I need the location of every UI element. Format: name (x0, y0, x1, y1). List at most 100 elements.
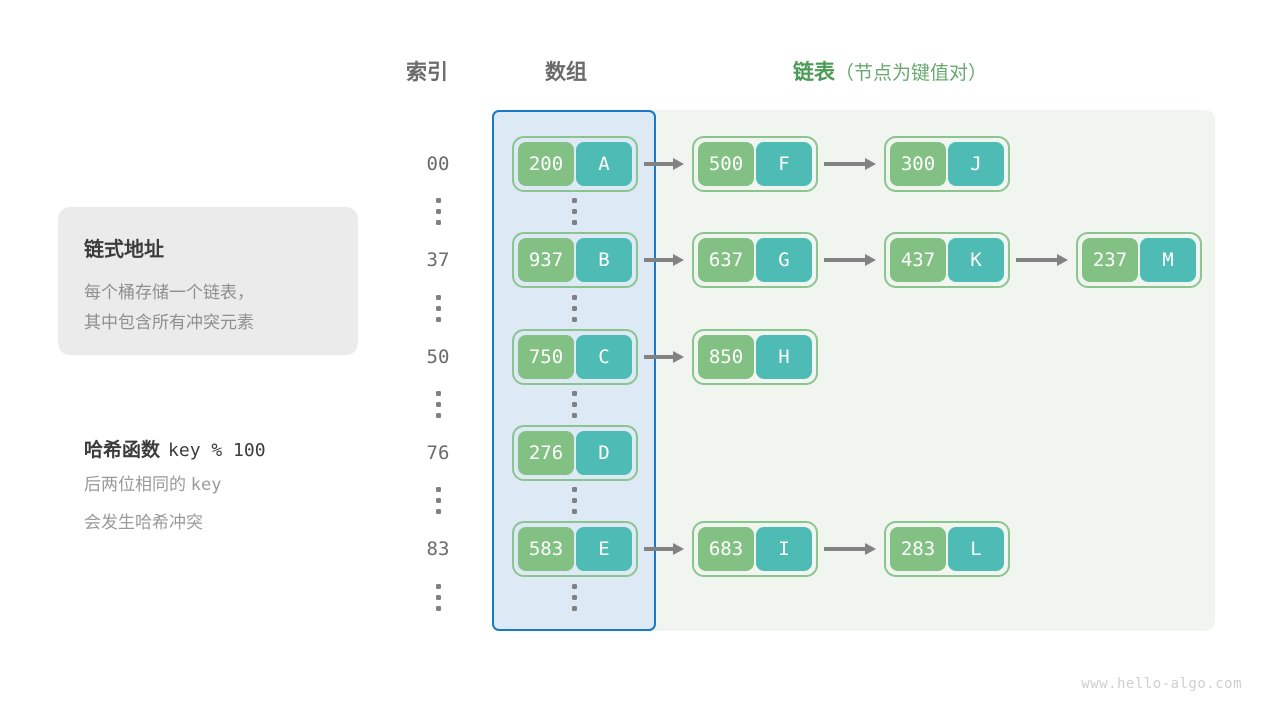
ellipsis-dot (571, 498, 577, 503)
arrow-shaft (1016, 258, 1057, 262)
node-key: 500 (698, 142, 754, 186)
watermark: www.hello-algo.com (1081, 676, 1242, 692)
node-key: 637 (698, 238, 754, 282)
node-key: 937 (518, 238, 574, 282)
array-ellipsis (569, 295, 579, 322)
arrow-head-icon (673, 158, 684, 170)
ellipsis-dot (435, 306, 441, 311)
node-value: I (756, 527, 812, 571)
info-card-line-2: 其中包含所有冲突元素 (84, 313, 254, 332)
arrow-head-icon (865, 254, 876, 266)
index-ellipsis (433, 391, 443, 418)
hash-function-formula: key % 100 (168, 440, 266, 461)
ellipsis-dot (435, 413, 441, 418)
arrow-head-icon (673, 351, 684, 363)
arrow-shaft (824, 162, 865, 166)
node-value: J (948, 142, 1004, 186)
index-ellipsis (433, 487, 443, 514)
header-linked-list-subtext: （节点为键值对） (835, 63, 988, 84)
arrow-head-icon (865, 543, 876, 555)
index-label: 76 (426, 442, 450, 464)
arrow-head-icon (1057, 254, 1068, 266)
ellipsis-dot (435, 198, 441, 203)
ellipsis-dot (571, 606, 577, 611)
ellipsis-dot (571, 584, 577, 589)
index-ellipsis (433, 295, 443, 322)
ellipsis-dot (571, 595, 577, 600)
ellipsis-dot (571, 306, 577, 311)
ellipsis-dot (435, 498, 441, 503)
node-value: A (576, 142, 632, 186)
arrow-shaft (644, 162, 673, 166)
hash-function-label: 哈希函数 (84, 440, 161, 461)
arrow-head-icon (673, 254, 684, 266)
ellipsis-dot (435, 220, 441, 225)
node-value: E (576, 527, 632, 571)
array-ellipsis (569, 584, 579, 611)
ellipsis-dot (571, 209, 577, 214)
index-ellipsis (433, 198, 443, 225)
ellipsis-dot (435, 317, 441, 322)
node-key: 683 (698, 527, 754, 571)
chain-arrow (1016, 254, 1068, 266)
chain-arrow (824, 543, 876, 555)
header-array: 数组 (545, 61, 587, 84)
index-label: 83 (426, 538, 450, 560)
ellipsis-dot (435, 595, 441, 600)
ellipsis-dot (571, 391, 577, 396)
node-value: M (1140, 238, 1196, 282)
ellipsis-dot (435, 509, 441, 514)
node-key: 237 (1082, 238, 1138, 282)
ellipsis-dot (435, 402, 441, 407)
node-value: G (756, 238, 812, 282)
node-key: 300 (890, 142, 946, 186)
node-value: B (576, 238, 632, 282)
index-label: 50 (426, 346, 450, 368)
ellipsis-dot (571, 402, 577, 407)
chain-arrow (644, 351, 684, 363)
node-value: F (756, 142, 812, 186)
hash-note-line-2: 会发生哈希冲突 (84, 513, 203, 532)
ellipsis-dot (571, 317, 577, 322)
node-key: 200 (518, 142, 574, 186)
arrow-head-icon (673, 543, 684, 555)
arrow-shaft (824, 547, 865, 551)
node-value: L (948, 527, 1004, 571)
hash-note-line-1-prefix: 后两位相同的 (84, 475, 191, 494)
info-card-line-1: 每个桶存储一个链表， (84, 283, 254, 302)
hash-function-title: 哈希函数 key % 100 (84, 435, 384, 462)
header-linked-list-text: 链表 (793, 61, 835, 84)
arrow-shaft (644, 547, 673, 551)
info-card: 链式地址 每个桶存储一个链表， 其中包含所有冲突元素 (58, 207, 358, 355)
index-label: 37 (426, 249, 450, 271)
ellipsis-dot (435, 209, 441, 214)
node-value: D (576, 431, 632, 475)
array-ellipsis (569, 391, 579, 418)
node-value: C (576, 335, 632, 379)
ellipsis-dot (571, 487, 577, 492)
ellipsis-dot (571, 295, 577, 300)
chain-arrow (824, 254, 876, 266)
arrow-shaft (824, 258, 865, 262)
ellipsis-dot (571, 220, 577, 225)
array-ellipsis (569, 487, 579, 514)
chain-arrow (824, 158, 876, 170)
node-key: 750 (518, 335, 574, 379)
arrow-shaft (644, 258, 673, 262)
index-label: 00 (426, 153, 450, 175)
chain-arrow (644, 158, 684, 170)
node-value: H (756, 335, 812, 379)
node-key: 850 (698, 335, 754, 379)
node-value: K (948, 238, 1004, 282)
ellipsis-dot (435, 391, 441, 396)
ellipsis-dot (571, 413, 577, 418)
chain-arrow (644, 543, 684, 555)
header-linked-list: 链表（节点为键值对） (793, 56, 987, 86)
